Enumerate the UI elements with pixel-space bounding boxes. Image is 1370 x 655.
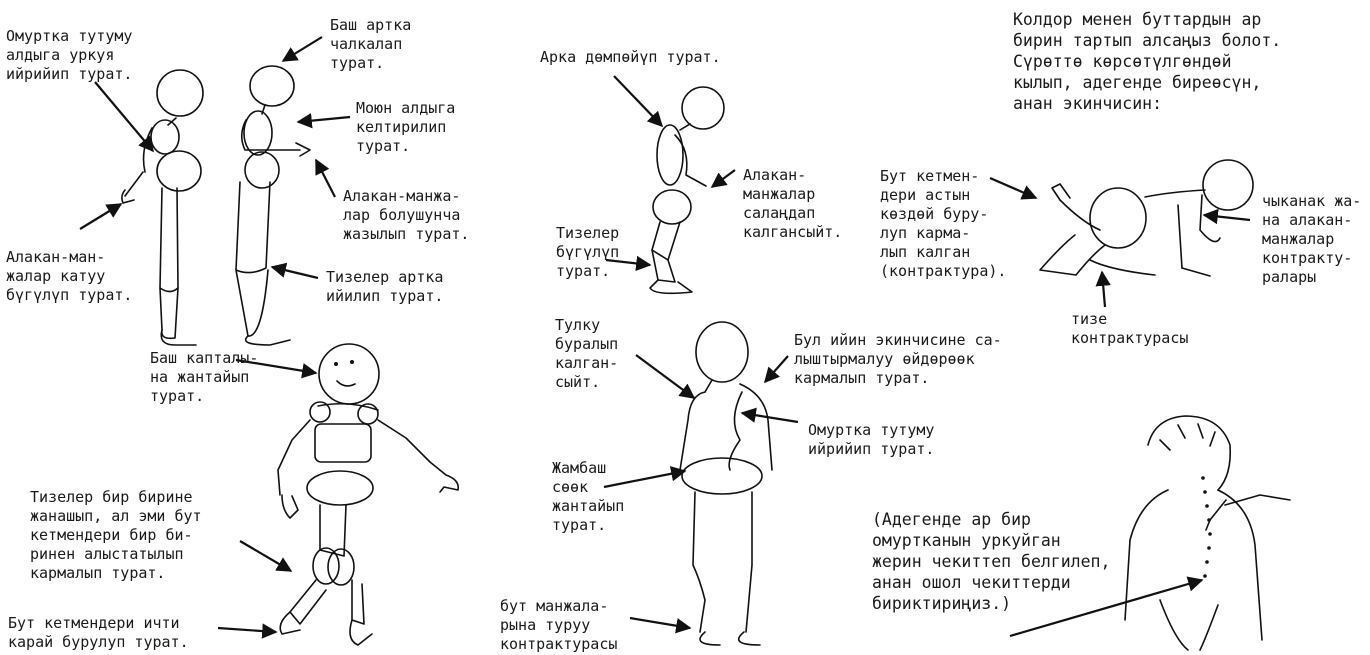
arrow-head-back (283, 37, 322, 61)
arrow-back-hunched (614, 76, 662, 126)
arrow-spine-forward (95, 82, 153, 151)
label-back-hunched: Арка дөмпөйүп турат. (540, 48, 721, 67)
label-torso-twisted: Тулку буралып калган- сыйт. (555, 316, 618, 392)
figure-side-extension (236, 66, 310, 345)
arrow-knees-together (240, 541, 291, 571)
label-shoulder-higher: Бул ийин экинчисине са- лыштырмалуу өйдө… (794, 331, 1002, 388)
label-spine-twisted: Омуртка тутуму ийрийип турат. (808, 421, 934, 459)
arrow-hands-extended (316, 160, 335, 197)
label-knees-together: Тизелер бир бирине жанашып, ал эми бут к… (30, 488, 202, 583)
label-toe-contracture: бут манжала- рына туруу контрактурасы (500, 597, 617, 654)
arrow-shoulder-higher (765, 356, 788, 382)
label-spine-forward-curve: Омуртка тутуму алдыга уркуя ийрийип тура… (6, 27, 132, 84)
arrow-knee-contracture (1102, 272, 1105, 307)
label-wrist-contracture: чыканак жа- на алакан- манжалар контракт… (1262, 192, 1361, 287)
label-hands-hanging: Алакан- манжалар салаңдап калгансыйт. (743, 166, 842, 242)
figure-spine-marking (1125, 416, 1290, 650)
label-knees-bent-back: Тизелер артка ийилип турат. (326, 268, 443, 306)
label-crawl-instruction: Колдор менен буттардын ар бирин тартып а… (1013, 9, 1281, 114)
arrow-spine-twisted (742, 413, 798, 422)
label-head-sideways: Баш капталы- на жантайып турат. (150, 349, 258, 406)
arrow-hands-hanging (712, 170, 735, 187)
arrow-torso-twisted (636, 355, 694, 398)
arrow-feet-turned-in (218, 628, 276, 632)
arrow-toe-contracture (630, 618, 690, 628)
arrow-wrist-contracture (1204, 215, 1250, 220)
label-hands-flexed: Алакан-ман- жалар катуу бүгүлүп турат. (6, 248, 132, 305)
label-head-tilted-back: Баш артка чалкалап турат. (330, 16, 411, 73)
label-knees-bent: Тизелер бүгүлүп турат. (556, 224, 619, 281)
label-hands-extended: Алакан-манжа- лар болушунча жазылып тура… (343, 187, 469, 244)
figure-stooped (650, 87, 724, 293)
arrow-neck-forward (298, 117, 350, 122)
arrow-knees-back (272, 267, 318, 278)
label-feet-turned-in: Бут кетмендери ичти карай бурулуп турат. (8, 614, 189, 652)
arrow-hands-flexed (80, 204, 121, 229)
figure-crawling (1040, 160, 1253, 276)
label-legs-contracture: Бут кетмен- дери астын көздөй буру- луп … (880, 167, 1006, 281)
label-knee-contracture: тизе контрактурасы (1071, 310, 1188, 348)
label-neck-forward: Моюн алдыга келтирилип турат. (356, 99, 455, 156)
figure-side-kyphosis (122, 70, 203, 345)
figure-scissor-gait (278, 344, 458, 645)
label-spine-mark-instruction: (Адегенде ар бир омуртканын уркуйган жер… (872, 509, 1110, 614)
figure-back-view (680, 322, 772, 645)
label-pelvis-tilted: Жамбаш сөөк жантайып турат. (552, 459, 624, 535)
